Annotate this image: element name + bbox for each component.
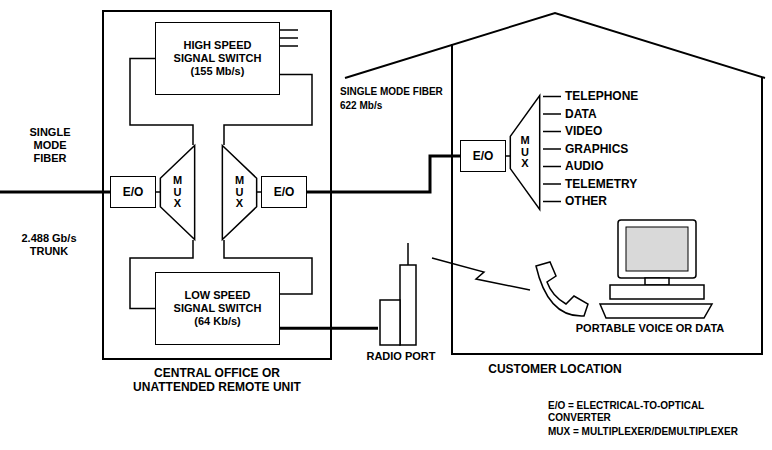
service-label-holder: GRAPHICS [565,142,628,157]
converter-label: E/O [123,185,144,199]
unit-heading: CENTRAL OFFICE OR UNATTENDED REMOTE UNIT [117,366,317,394]
radio-port-label: RADIO PORT [366,350,435,363]
service-label-holder: AUDIO [565,159,604,174]
service-label-holder: OTHER [565,194,607,209]
service-label-holder: VIDEO [565,124,602,139]
fiber-label: SINGLE MODE FIBER [340,86,443,98]
service-label: OTHER [565,194,607,209]
trunk-fiber [0,191,110,194]
radio-port-label-holder: RADIO PORT [366,350,435,363]
mux-trapezoid: MUX [160,145,195,240]
location-heading: CUSTOMER LOCATION [488,362,622,376]
legend-text: MUX = MULTIPLEXER/DEMULTIPLEXER [548,426,738,438]
radio-port-tower-outline [378,243,424,346]
device-label-holder: PORTABLE VOICE OR DATA [575,322,725,335]
legend: E/O = ELECTRICAL-TO-OPTICAL CONVERTER MUX… [548,400,753,440]
switch-box: LOW SPEED SIGNAL SWITCH (64 Kb/s) [155,272,280,345]
device-label: PORTABLE VOICE OR DATA [575,322,725,335]
legend-row: E/O = ELECTRICAL-TO-OPTICAL CONVERTER [548,400,753,424]
legend-text: E/O = ELECTRICAL-TO-OPTICAL CONVERTER [548,400,753,424]
service-label: TELEMETRY [565,177,637,192]
customer-house: CUSTOMER LOCATIONE/OMUX [345,12,765,355]
mux-label: MUX [173,175,183,210]
switch-label: LOW SPEED SIGNAL SWITCH (64 Kb/s) [168,289,268,328]
unit-heading-holder: CENTRAL OFFICE OR UNATTENDED REMOTE UNIT [117,366,317,394]
converter-label: E/O [274,185,295,199]
signal-line [280,327,378,330]
central-office-frame: CENTRAL OFFICE OR UNATTENDED REMOTE UNIT… [102,10,332,360]
service-label-holder: TELEMETRY [565,177,637,192]
rate-label: 622 Mb/s [340,100,382,112]
mux-label: MUX [235,175,245,210]
service-label-holder: DATA [565,107,597,122]
signal-line [506,155,510,157]
customer-house-outline [345,12,765,355]
mux-trapezoid: MUX [510,95,540,210]
converter-box: E/O [460,140,506,172]
rate-label-holder: 2.488 Gb/s TRUNK [4,232,94,258]
signal-line [307,156,460,192]
service-label: TELEPHONE [565,89,638,104]
service-label: DATA [565,107,597,122]
switch-label: HIGH SPEED SIGNAL SWITCH (155 Mb/s) [168,39,268,78]
rate-label-holder: 622 Mb/s [340,100,382,112]
switch-ports [280,30,298,46]
service-label: VIDEO [565,124,602,139]
service-label-holder: TELEPHONE [565,89,638,104]
converter-box: E/O [261,176,307,208]
mux-label: MUX [520,135,530,170]
service-label: AUDIO [565,159,604,174]
telephone-handset [536,262,588,316]
fiber-label-holder: SINGLE MODE FIBER [18,126,82,165]
legend-row: MUX = MULTIPLEXER/DEMULTIPLEXER [548,426,753,438]
mux-trapezoid: MUX [222,145,257,240]
signal-line [156,191,160,193]
radio-port-tower: RADIO PORT [378,243,424,346]
service-label: GRAPHICS [565,142,628,157]
converter-box: E/O [110,176,156,208]
switch-box: HIGH SPEED SIGNAL SWITCH (155 Mb/s) [155,22,280,95]
rate-label: 2.488 Gb/s TRUNK [4,232,94,258]
fiber-label: SINGLE MODE FIBER [18,126,82,165]
converter-label: E/O [473,149,494,163]
service-leaders [543,97,561,202]
computer-icon [600,220,712,318]
radio-link [432,258,530,290]
fiber-label-holder: SINGLE MODE FIBER [340,86,443,98]
location-heading-holder: CUSTOMER LOCATION [488,362,622,376]
